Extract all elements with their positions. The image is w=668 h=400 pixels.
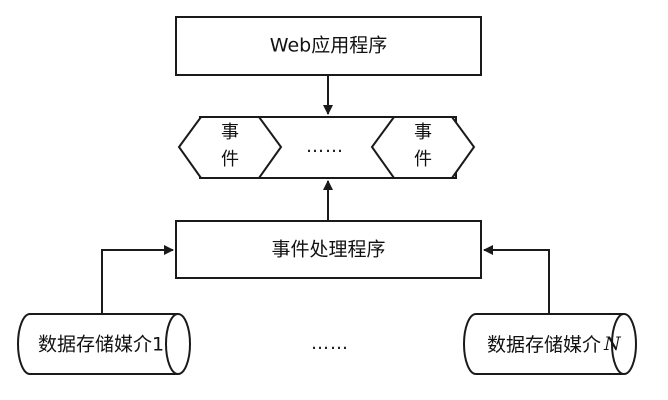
storage-medium-n-text: 数据存储媒介 <box>487 334 601 356</box>
arrow-storage1-to-handler <box>101 245 174 314</box>
right-event-label-line1: 事 <box>414 122 432 143</box>
storage-medium-n-suffix: N <box>603 333 622 355</box>
storage-medium-1-label: 数据存储媒介1 <box>38 334 164 356</box>
left-event-hexagon: 事 件 <box>177 116 283 179</box>
event-ellipsis: …… <box>306 136 344 157</box>
event-handler-box: 事件处理程序 <box>175 220 482 279</box>
left-event-label-line2: 件 <box>221 149 239 170</box>
right-event-label-line2: 件 <box>414 149 432 170</box>
event-row: 事 件 …… 事 件 <box>177 116 476 179</box>
arrow-storageN-to-handler <box>483 245 550 314</box>
web-app-box: Web应用程序 <box>175 16 482 76</box>
event-handler-label: 事件处理程序 <box>271 239 385 261</box>
web-app-label: Web应用程序 <box>270 35 387 57</box>
right-event-hexagon: 事 件 <box>370 116 476 179</box>
left-event-label-line1: 事 <box>221 122 239 143</box>
storage-ellipsis: …… <box>311 333 349 354</box>
storage-medium-1: 数据存储媒介1 <box>17 313 191 375</box>
